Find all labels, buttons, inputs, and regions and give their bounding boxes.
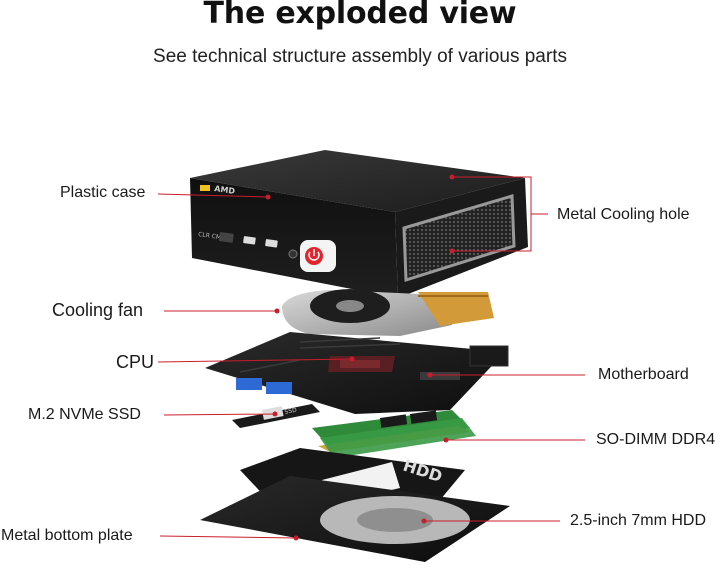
label-metal-cooling-hole: Metal Cooling hole (557, 206, 690, 223)
label-sodimm: SO-DIMM DDR4 (596, 431, 716, 448)
usb3-port (236, 378, 262, 390)
usb3-port (266, 382, 292, 394)
label-hdd: 2.5-inch 7mm HDD (570, 512, 707, 529)
label-bottom-plate: Metal bottom plate (1, 527, 133, 544)
leader-line-ssd (163, 413, 276, 416)
label-motherboard: Motherboard (598, 366, 689, 383)
leader-line-bottom-plate (159, 535, 297, 539)
motherboard (205, 332, 509, 414)
usb-port (243, 236, 256, 245)
label-plastic-case: Plastic case (60, 184, 146, 201)
case-port-text: CLR CMOS (198, 231, 230, 242)
leader-line-plastic-case (157, 193, 269, 198)
label-cpu: CPU (116, 352, 155, 372)
leader-lines (157, 174, 585, 541)
ssd-text: SSD (284, 407, 298, 416)
brand-text: AMD (214, 184, 236, 196)
page-subtitle: See technical structure assembly of vari… (153, 46, 567, 67)
leader-line-cpu (157, 358, 353, 363)
label-cooling-fan: Cooling fan (52, 300, 144, 320)
sodimm-ram (312, 410, 476, 458)
cooling-vent-grille (402, 194, 516, 283)
cooling-fan (282, 289, 494, 336)
page-title: The exploded view (203, 0, 517, 31)
usb-port (265, 239, 278, 248)
heatpipe-fins (418, 292, 494, 326)
usb-port (218, 232, 234, 243)
bottom-plate (200, 476, 510, 562)
audio-jack (288, 249, 298, 259)
label-m2-ssd: M.2 NVMe SSD (28, 406, 141, 423)
case-top (190, 150, 525, 212)
case-front (190, 178, 398, 298)
brand-badge (200, 185, 210, 191)
mini-pc-case: AMD CLR CMOS (190, 150, 528, 298)
